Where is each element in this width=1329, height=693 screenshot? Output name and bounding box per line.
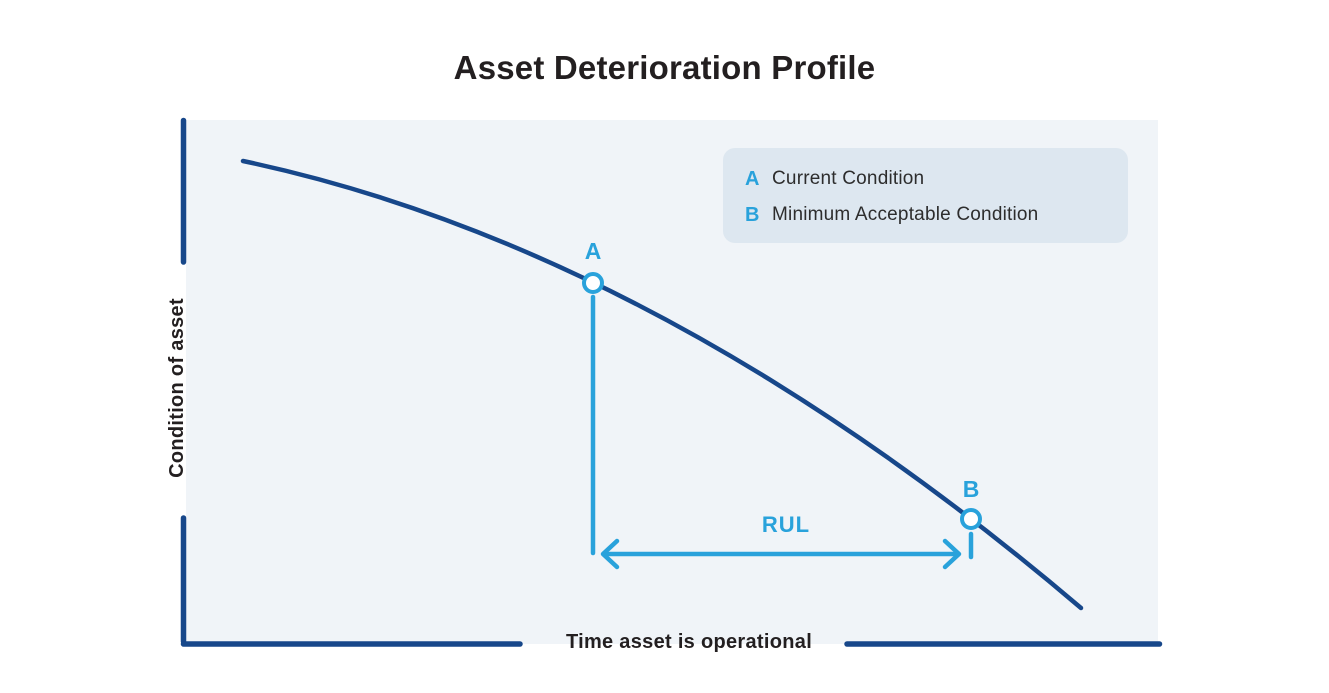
rul-arrowhead-left bbox=[600, 538, 620, 570]
legend-item-current-condition: A Current Condition bbox=[745, 161, 1128, 197]
y-axis-label: Condition of asset bbox=[166, 298, 188, 478]
deterioration-curve bbox=[240, 158, 1084, 611]
legend: A Current Condition B Minimum Acceptable… bbox=[723, 148, 1128, 243]
legend-label-minimum-acceptable-condition: Minimum Acceptable Condition bbox=[772, 204, 1039, 225]
rul-arrowhead-right bbox=[942, 538, 962, 570]
legend-label-current-condition: Current Condition bbox=[772, 168, 925, 189]
x-axis-label: Time asset is operational bbox=[565, 631, 813, 653]
rul-label: RUL bbox=[761, 512, 811, 537]
legend-item-minimum-acceptable-condition: B Minimum Acceptable Condition bbox=[745, 197, 1128, 233]
point-a-marker bbox=[582, 272, 605, 294]
legend-key-b: B bbox=[745, 203, 760, 226]
point-a-label: A bbox=[584, 238, 602, 264]
point-b-label: B bbox=[962, 476, 980, 502]
chart-title: Asset Deterioration Profile bbox=[453, 49, 876, 86]
point-b-marker bbox=[960, 508, 983, 530]
legend-key-a: A bbox=[745, 167, 760, 190]
